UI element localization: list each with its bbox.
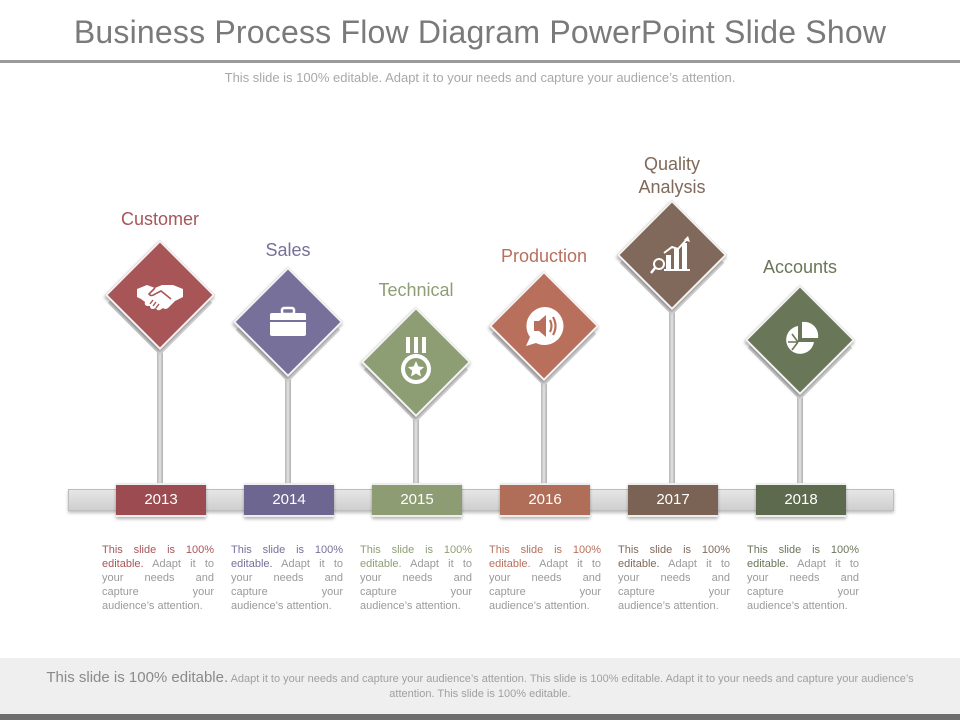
step-label: Production (500, 246, 588, 266)
step-description-rest: Adapt it to your needs and capture your … (747, 558, 859, 612)
step-description-lead: This slide is 100% editable. (360, 544, 472, 570)
year-block: 2017 (628, 483, 718, 517)
step-stem (413, 402, 419, 489)
pie-chart-icon (770, 310, 830, 370)
footer-text: This slide is 100% editable. Adapt it to… (30, 670, 930, 702)
step-description-lead: This slide is 100% editable. (747, 544, 859, 570)
handshake-icon (130, 265, 190, 325)
step-label: Accounts (762, 257, 838, 277)
step-description-rest: Adapt it to your needs and capture your … (618, 558, 730, 612)
medal-icon (386, 332, 446, 392)
step-stem (797, 380, 803, 489)
step-stem (669, 295, 675, 489)
step-stem (541, 366, 547, 489)
growth-chart-icon (642, 225, 702, 285)
step-description: This slide is 100% editable. Adapt it to… (489, 543, 601, 613)
step-description-lead: This slide is 100% editable. (618, 544, 730, 570)
step-label: Quality Analysis (638, 154, 706, 197)
step-description-rest: Adapt it to your needs and capture your … (102, 558, 214, 612)
year-block: 2016 (500, 483, 590, 517)
step-description: This slide is 100% editable. Adapt it to… (231, 543, 343, 613)
speaker-bubble-icon (514, 296, 574, 356)
step-description: This slide is 100% editable. Adapt it to… (747, 543, 859, 613)
footer-rest: Adapt it to your needs and capture your … (228, 673, 914, 700)
step-description-rest: Adapt it to your needs and capture your … (231, 558, 343, 612)
step-description-lead: This slide is 100% editable. (489, 544, 601, 570)
step-label: Customer (120, 209, 200, 229)
step-label: Sales (265, 240, 311, 260)
footer-lead: This slide is 100% editable. (46, 669, 229, 686)
year-block: 2015 (372, 483, 462, 517)
step-description-rest: Adapt it to your needs and capture your … (360, 558, 472, 612)
slide-title: Business Process Flow Diagram PowerPoint… (73, 14, 887, 50)
step-description: This slide is 100% editable. Adapt it to… (102, 543, 214, 613)
year-block: 2013 (116, 483, 206, 517)
step-description-lead: This slide is 100% editable. (231, 544, 343, 570)
year-block: 2014 (244, 483, 334, 517)
briefcase-icon (258, 292, 318, 352)
title-divider (0, 60, 960, 63)
bottom-bar (0, 714, 960, 720)
step-description-rest: Adapt it to your needs and capture your … (489, 558, 601, 612)
slide-subtitle: This slide is 100% editable. Adapt it to… (224, 70, 736, 85)
step-description: This slide is 100% editable. Adapt it to… (618, 543, 730, 613)
footer-band: This slide is 100% editable. Adapt it to… (0, 658, 960, 714)
step-description: This slide is 100% editable. Adapt it to… (360, 543, 472, 613)
step-stem (285, 362, 291, 489)
step-label: Technical (378, 280, 454, 300)
step-stem (157, 335, 163, 489)
step-description-lead: This slide is 100% editable. (102, 544, 214, 570)
year-block: 2018 (756, 483, 846, 517)
